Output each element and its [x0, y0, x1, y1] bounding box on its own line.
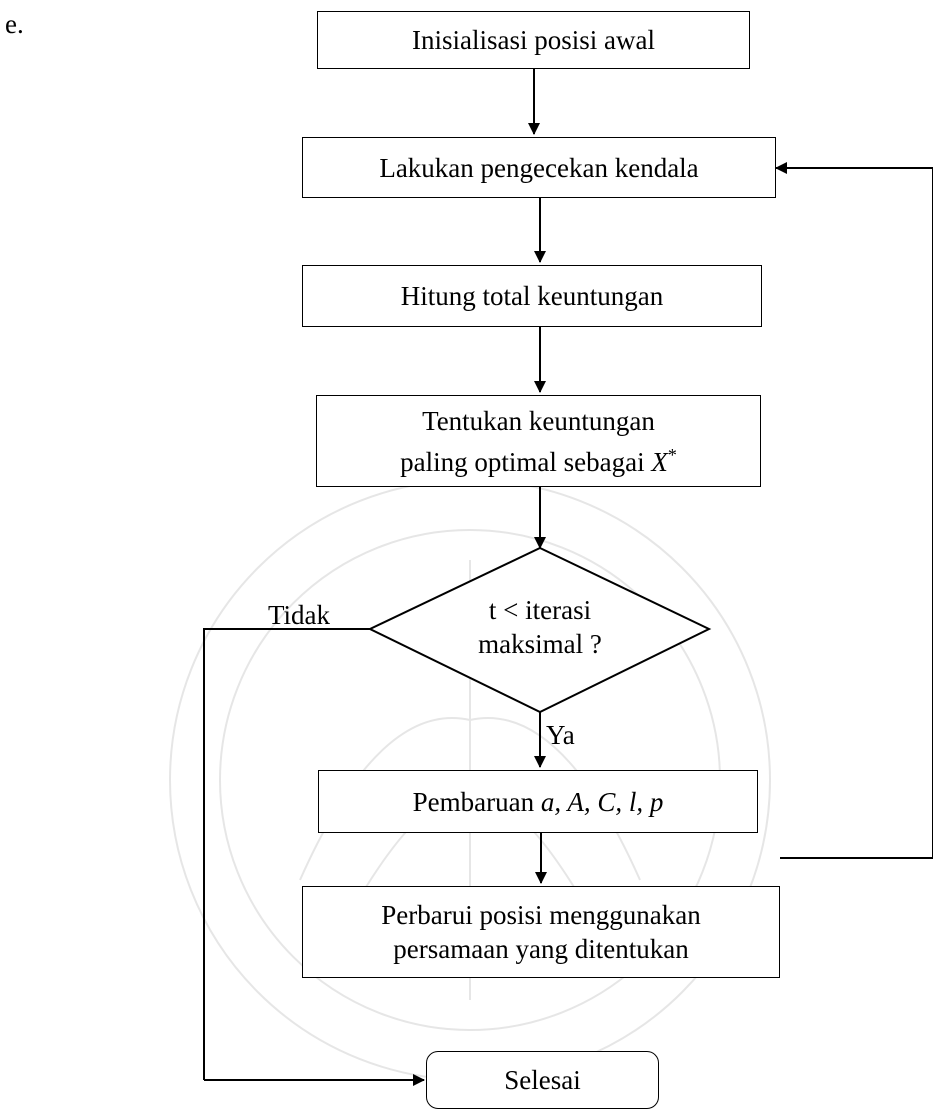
- step-update-label: Pembaruan a, A, C, l, p: [413, 785, 664, 819]
- step-position-line1: Perbarui posisi menggunakan: [381, 900, 701, 930]
- step-init-label: Inisialisasi posisi awal: [412, 25, 655, 55]
- step-constraint-label: Lakukan pengecekan kendala: [379, 152, 699, 183]
- loop-back-line: [780, 168, 933, 859]
- step-optimal-line2: paling optimal sebagai X*: [400, 438, 677, 479]
- decision-line1: t < iterasi: [488, 595, 592, 625]
- no-branch-line: [203, 628, 370, 1080]
- decision-line2: maksimal ?: [478, 629, 602, 659]
- step-profit-box: Hitung total keuntungan: [302, 265, 762, 327]
- step-position-box: Perbarui posisi menggunakan persamaan ya…: [302, 886, 780, 978]
- decision-no-label: Tidak: [268, 600, 331, 630]
- step-optimal-line1: Tentukan keuntungan: [422, 405, 655, 436]
- decision-diamond: [367, 546, 712, 714]
- step-constraint-box: Lakukan pengecekan kendala: [302, 137, 776, 198]
- x-star-symbol: X*: [651, 444, 677, 477]
- step-update-box: Pembaruan a, A, C, l, p: [318, 770, 758, 833]
- step-profit-label: Hitung total keuntungan: [400, 281, 664, 311]
- decision-yes-label: Ya: [546, 720, 575, 750]
- step-update-text: Pembaruan: [412, 786, 541, 817]
- step-optimal-box: Tentukan keuntungan paling optimal sebag…: [316, 395, 761, 487]
- decision-text: t < iterasi maksimal ?: [440, 593, 640, 661]
- step-end-box: Selesai: [426, 1051, 659, 1109]
- step-optimal-text: paling optimal sebagai: [400, 446, 652, 477]
- page-marker: e.: [5, 9, 24, 39]
- step-position-line2: persamaan yang ditentukan: [393, 934, 689, 964]
- update-symbols: a, A, C, l, p: [540, 786, 664, 817]
- step-end-label: Selesai: [504, 1065, 581, 1095]
- step-init-box: Inisialisasi posisi awal: [317, 11, 750, 69]
